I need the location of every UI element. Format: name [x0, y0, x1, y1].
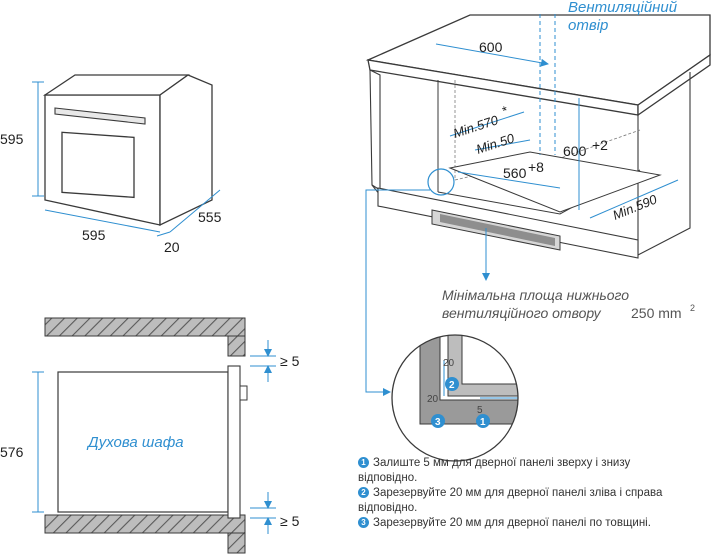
- cabinet-view: Вентиляційний отвір 600 Min.570 * Min.50…: [365, 0, 711, 396]
- oven-front-view: 595 595 555 20: [0, 74, 222, 255]
- oven-width-label: 595: [82, 227, 106, 243]
- oven-depth-label: 555: [198, 209, 222, 225]
- detail-badge-3: [431, 414, 445, 428]
- min-590-label: Min.590: [611, 191, 660, 223]
- vent-area-text: Мінімальна площа нижнього вентиляційного…: [442, 287, 695, 321]
- vent-label-line2: отвір: [568, 17, 608, 34]
- cabinet-width-560-sup: +8: [528, 159, 544, 175]
- cabinet-width-560: 560: [503, 165, 527, 181]
- note-1-badge: 1: [358, 457, 369, 468]
- vent-area-line2: вентиляційного отвору: [442, 305, 602, 321]
- note-1-text: Залиште 5 мм для дверної панелі зверху і…: [358, 457, 631, 484]
- side-height-label: 576: [0, 444, 24, 460]
- vent-area-value: 250 mm: [631, 305, 682, 321]
- oven-body-side: [57, 371, 229, 513]
- oven-door-label: 20: [164, 239, 180, 255]
- detail-view: 20 20 5 2 3 1: [391, 334, 519, 462]
- detail-badge-2-text: 2: [449, 380, 455, 391]
- gap-bottom-label: ≥ 5: [280, 513, 300, 529]
- oven-handle: [54, 107, 146, 125]
- note-2-badge: 2: [358, 487, 369, 498]
- oven-height-label: 595: [0, 131, 24, 147]
- vent-area-sup: 2: [690, 303, 695, 313]
- detail-badge-1: [476, 414, 490, 428]
- detail-v20: 20: [443, 358, 455, 369]
- gap-top-label: ≥ 5: [280, 353, 300, 369]
- oven-window: [61, 131, 135, 199]
- detail-badge-2: [445, 377, 459, 391]
- oven-door-side: [227, 365, 241, 519]
- min-50-label: Min.50: [474, 130, 516, 157]
- vent-label-line1: Вентиляційний: [568, 0, 678, 16]
- detail-h5: 5: [477, 405, 483, 416]
- bottom-board: [44, 514, 246, 534]
- cabinet-width-600: 600: [479, 39, 503, 55]
- side-view: Духова шафа 576 ≥ 5 ≥ 5: [0, 317, 300, 554]
- detail-h20: 20: [427, 394, 439, 405]
- min-570-sup: *: [500, 103, 510, 119]
- detail-badge-3-text: 3: [435, 417, 441, 428]
- note-3: 3 Зарезервуйте 20 мм для дверної панелі п…: [358, 516, 688, 531]
- cabinet-height-sup: +2: [592, 137, 608, 153]
- note-2-text: Зарезервуйте 20 мм для дверної панелі зл…: [358, 487, 663, 514]
- note-3-text: Зарезервуйте 20 мм для дверної панелі по…: [373, 517, 651, 529]
- detail-marker-circle: [427, 168, 455, 196]
- cabinet-height-600: 600: [563, 143, 587, 159]
- detail-badge-1-text: 1: [480, 417, 486, 428]
- oven-label: Духова шафа: [86, 434, 184, 451]
- note-3-badge: 3: [358, 517, 369, 528]
- vent-area-line1: Мінімальна площа нижнього: [442, 287, 629, 303]
- top-board: [44, 317, 246, 337]
